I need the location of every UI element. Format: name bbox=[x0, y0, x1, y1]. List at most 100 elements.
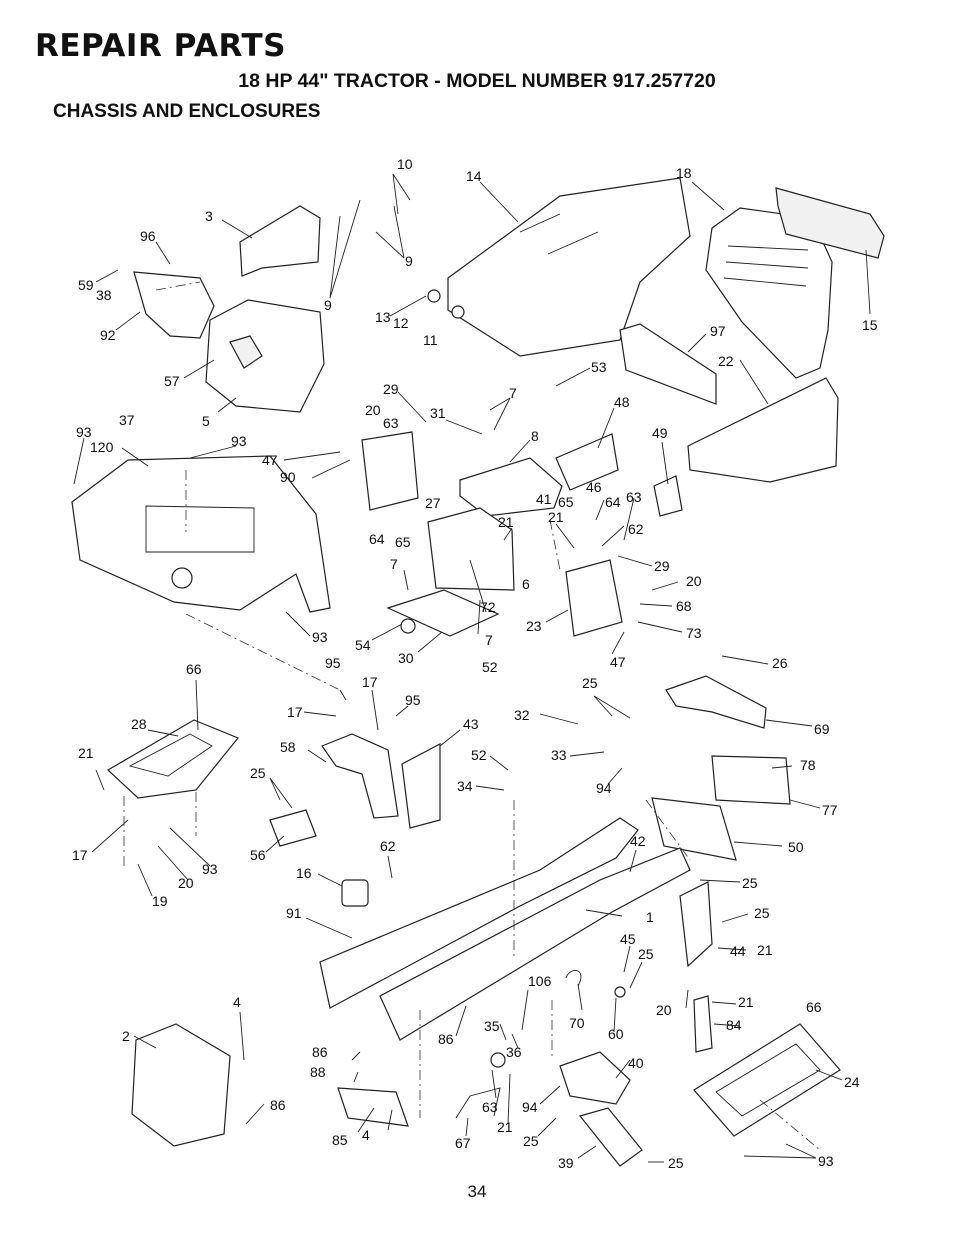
page-title: REPAIR PARTS bbox=[35, 28, 286, 64]
part-56-bracket bbox=[269, 809, 317, 847]
callout: 77 bbox=[822, 802, 838, 818]
callout: 7 bbox=[390, 556, 398, 572]
callout: 39 bbox=[558, 1155, 574, 1171]
callout: 20 bbox=[656, 1002, 672, 1018]
part-50-box bbox=[651, 797, 737, 861]
callout: 25 bbox=[582, 675, 598, 691]
callout: 93 bbox=[231, 433, 247, 449]
callout-labels: 10 14 18 3 96 9 9 15 59 38 13 12 11 97 9… bbox=[72, 156, 878, 1171]
part-92-plate bbox=[133, 271, 215, 339]
part-3-panel bbox=[239, 205, 321, 277]
callout: 64 bbox=[369, 531, 385, 547]
callout: 53 bbox=[591, 359, 607, 375]
callout: 21 bbox=[757, 942, 773, 958]
callout: 31 bbox=[430, 405, 446, 421]
callout: 5 bbox=[202, 413, 210, 429]
part-1-frame-rail bbox=[379, 847, 691, 1041]
callout: 34 bbox=[457, 778, 473, 794]
callout: 24 bbox=[844, 1074, 860, 1090]
callout: 15 bbox=[862, 317, 878, 333]
callout: 73 bbox=[686, 625, 702, 641]
callout: 47 bbox=[610, 654, 626, 670]
callout: 86 bbox=[438, 1031, 454, 1047]
part-39-bracket bbox=[578, 1107, 643, 1167]
callout: 4 bbox=[362, 1127, 370, 1143]
callout: 67 bbox=[455, 1135, 471, 1151]
callout: 86 bbox=[270, 1097, 286, 1113]
callout: 11 bbox=[423, 332, 438, 348]
part-54-pulley bbox=[400, 618, 416, 634]
callout: 97 bbox=[710, 323, 726, 339]
part-8-plate bbox=[459, 457, 563, 517]
callout: 17 bbox=[362, 674, 378, 690]
callout: 52 bbox=[471, 747, 487, 763]
callout: 106 bbox=[528, 973, 552, 989]
part-67-rod bbox=[455, 1087, 501, 1119]
callout: 45 bbox=[620, 931, 636, 947]
callout: 64 bbox=[605, 494, 621, 510]
part-18-grille bbox=[705, 207, 833, 379]
callout: 93 bbox=[818, 1153, 834, 1169]
callout: 21 bbox=[497, 1119, 513, 1135]
callout: 14 bbox=[466, 168, 482, 184]
callout: 86 bbox=[312, 1044, 328, 1060]
callout: 43 bbox=[463, 716, 479, 732]
part-43-bracket bbox=[401, 743, 441, 829]
part-30-plate bbox=[386, 589, 500, 637]
part-63-washer bbox=[490, 1052, 506, 1068]
callout: 29 bbox=[383, 381, 399, 397]
callout: 23 bbox=[526, 618, 542, 634]
callout: 1 bbox=[646, 909, 654, 925]
part-44-bracket bbox=[679, 881, 713, 968]
part-11-knob bbox=[451, 305, 465, 319]
part-shapes bbox=[71, 177, 885, 1167]
part-23-bracket bbox=[565, 559, 623, 637]
callout: 20 bbox=[178, 875, 194, 891]
callout: 28 bbox=[131, 716, 147, 732]
callout: 66 bbox=[186, 661, 202, 677]
callout: 9 bbox=[324, 297, 332, 313]
callout: 62 bbox=[628, 521, 644, 537]
callout: 47 bbox=[262, 452, 278, 468]
model-subtitle: 18 HP 44" TRACTOR - MODEL NUMBER 917.257… bbox=[238, 70, 716, 92]
part-49-clip bbox=[653, 475, 683, 517]
callout: 42 bbox=[630, 833, 646, 849]
part-15-headlight bbox=[775, 187, 885, 259]
callout: 21 bbox=[738, 994, 754, 1010]
callout: 7 bbox=[509, 385, 517, 401]
callout: 56 bbox=[250, 847, 266, 863]
callout: 6 bbox=[522, 576, 530, 592]
callout: 95 bbox=[405, 692, 421, 708]
callout: 4 bbox=[233, 994, 241, 1010]
callout: 93 bbox=[202, 861, 218, 877]
callout: 18 bbox=[676, 165, 692, 181]
callout: 29 bbox=[654, 558, 670, 574]
callout: 62 bbox=[380, 838, 396, 854]
callout: 93 bbox=[312, 629, 328, 645]
callout: 12 bbox=[393, 315, 409, 331]
callout: 16 bbox=[296, 865, 312, 881]
callout: 63 bbox=[383, 415, 399, 431]
callout: 65 bbox=[395, 534, 411, 550]
callout: 25 bbox=[638, 946, 654, 962]
callout: 41 bbox=[536, 491, 552, 507]
part-85-bar bbox=[337, 1087, 409, 1127]
callout: 8 bbox=[531, 428, 539, 444]
callout: 25 bbox=[754, 905, 770, 921]
callout: 52 bbox=[482, 659, 498, 675]
callout: 69 bbox=[814, 721, 830, 737]
callout: 84 bbox=[726, 1017, 742, 1033]
callout: 19 bbox=[152, 893, 168, 909]
callout: 32 bbox=[514, 707, 530, 723]
callout: 2 bbox=[122, 1028, 130, 1044]
callout: 85 bbox=[332, 1132, 348, 1148]
callout: 22 bbox=[718, 353, 734, 369]
callout: 96 bbox=[140, 228, 156, 244]
page-number: 34 bbox=[467, 1182, 487, 1201]
leader-lines bbox=[73, 173, 871, 1163]
callout: 66 bbox=[806, 999, 822, 1015]
callout: 17 bbox=[72, 847, 88, 863]
callout: 33 bbox=[551, 747, 567, 763]
callout: 25 bbox=[250, 765, 266, 781]
